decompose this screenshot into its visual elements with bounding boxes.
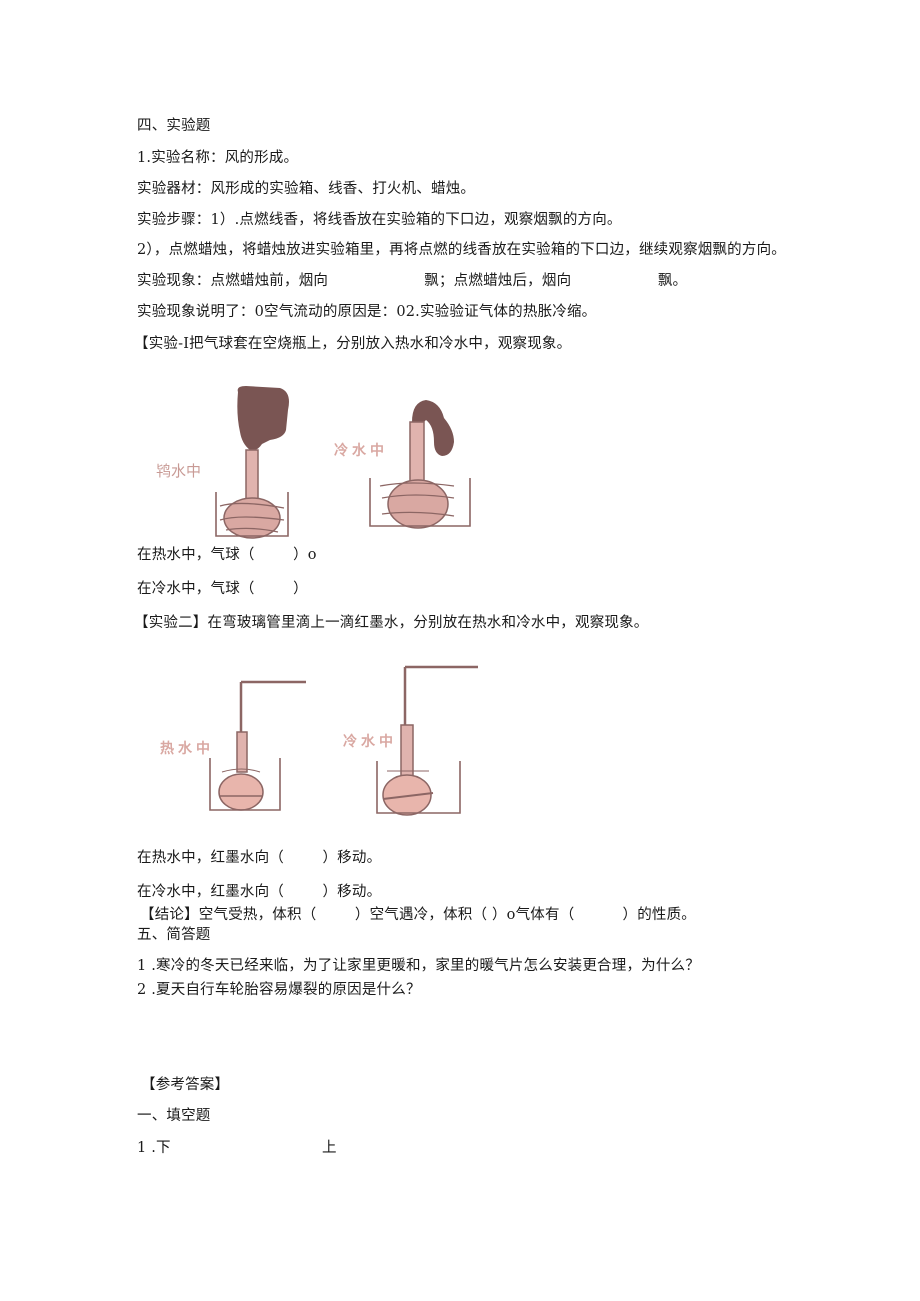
experiment-phenomenon: 实验现象：点燃蜡烛前，烟向 飘；点燃蜡烛后，烟向 飘。 <box>137 273 688 289</box>
ink-hot-answer: 在热水中，红墨水向（ ）移动。 <box>137 850 382 866</box>
short-answer-q1: 1 .寒冷的冬天已经来临，为了让家里更暖和，家里的暖气片怎么安装更合理，为什么？ <box>137 958 700 974</box>
balloon-experiment-intro: 【实验-I把气球套在空烧瓶上，分别放入热水和冷水中，观察现象。 <box>134 336 572 352</box>
section-5-heading: 五、简答题 <box>137 927 211 943</box>
balloon-cold-water-figure: 冷水中 <box>330 390 480 540</box>
hot-water-label-2: 热水中 <box>160 741 214 757</box>
experiment-materials: 实验器材：风形成的实验箱、线香、打火机、蜡烛。 <box>137 181 476 197</box>
ink-experiment-intro: 【实验二】在弯玻璃管里滴上一滴红墨水，分别放在热水和冷水中，观察现象。 <box>134 615 649 631</box>
answer-1-first: 1 .下 <box>137 1140 171 1156</box>
experiment-step-2: 2），点燃蜡烛，将蜡烛放进实验箱里，再将点燃的线香放在实验箱的下口边，继续观察烟… <box>137 242 786 258</box>
experiment-explanation: 实验现象说明了：0空气流动的原因是：02.实验验证气体的热胀冷缩。 <box>137 304 597 320</box>
balloon-hot-answer: 在热水中，气球（ ）o <box>137 547 317 563</box>
ink-cold-answer: 在冷水中，红墨水向（ ）移动。 <box>137 884 382 900</box>
experiment-1-title: 1.实验名称：风的形成。 <box>137 150 299 166</box>
ink-hot-water-figure: 热水中 <box>150 660 310 820</box>
answer-1-second: 上 <box>322 1140 337 1156</box>
cold-water-label: 冷水中 <box>334 443 388 459</box>
hot-water-label: 鸨水中 <box>156 462 202 480</box>
ink-cold-flask-icon <box>376 665 478 816</box>
balloon-hot-water-figure: 鸨水中 <box>150 380 300 540</box>
answers-section-1-heading: 一、填空题 <box>137 1108 211 1124</box>
balloon-cold-answer: 在冷水中，气球（ ） <box>137 581 308 597</box>
balloon-hot-flask-icon <box>215 386 289 539</box>
balloon-cold-flask-icon <box>369 400 471 529</box>
conclusion: 【结论】空气受热，体积（ ）空气遇冷，体积（ ）o气体有（ ）的性质。 <box>140 907 697 923</box>
cold-water-label-2: 冷水中 <box>343 734 397 750</box>
ink-cold-water-figure: 冷水中 <box>335 655 495 820</box>
answers-heading: 【参考答案】 <box>141 1077 230 1093</box>
experiment-step-1: 实验步骤：1）.点燃线香，将线香放在实验箱的下口边，观察烟飘的方向。 <box>137 212 622 228</box>
short-answer-q2: 2 .夏天自行车轮胎容易爆裂的原因是什么？ <box>137 982 421 998</box>
ink-hot-flask-icon <box>209 680 306 811</box>
section-4-heading: 四、实验题 <box>137 118 211 134</box>
